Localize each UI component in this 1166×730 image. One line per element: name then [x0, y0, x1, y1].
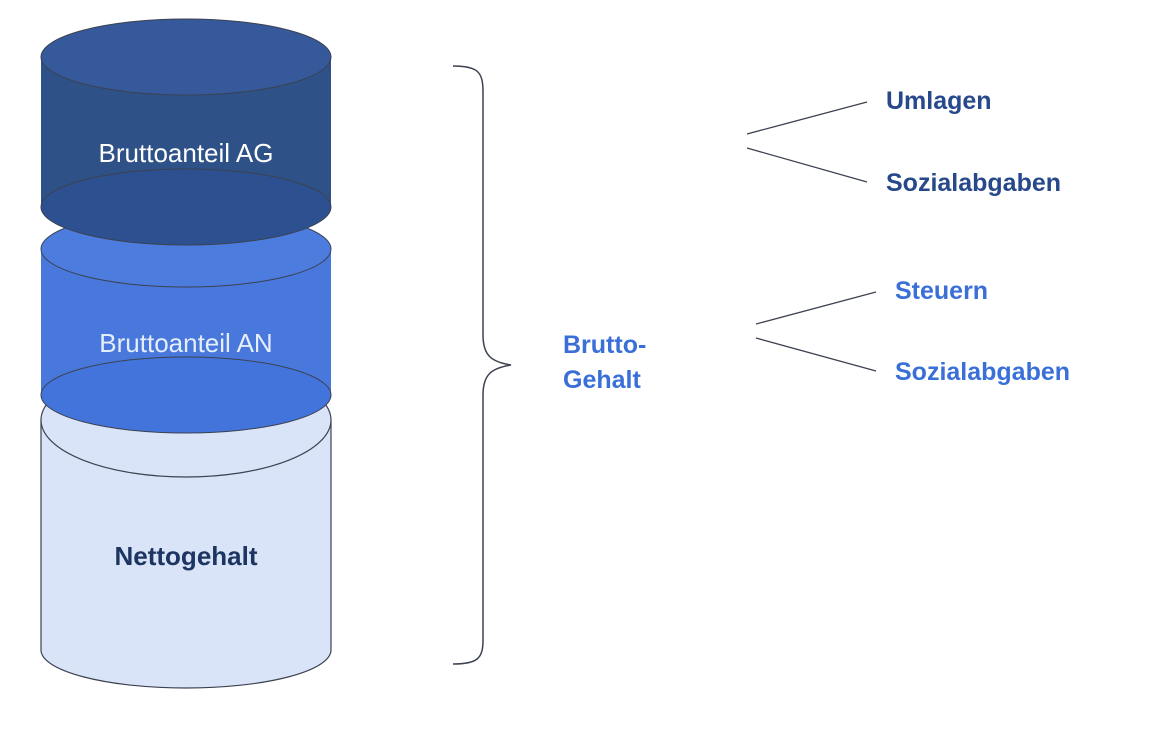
- label-bruttoanteil-ag: Bruttoanteil AG: [98, 138, 274, 168]
- branch-line-sozialabgaben-an: [755, 337, 877, 372]
- cylinder-ag-bottom-ellipse: [40, 168, 332, 246]
- label-sozialabgaben-an: Sozialabgaben: [895, 358, 1071, 386]
- cylinder-bruttoanteil-ag: [40, 18, 332, 246]
- label-nettogehalt: Nettogehalt: [114, 541, 258, 571]
- cylinder-ag-top: [40, 18, 332, 96]
- cylinder-an-bottom-ellipse: [40, 356, 332, 434]
- label-sozialabgaben-ag: Sozialabgaben: [886, 169, 1062, 197]
- label-brutto-line1: Brutto-: [563, 331, 647, 359]
- branch-line-sozialabgaben-ag: [746, 147, 868, 183]
- branch-line-steuern: [755, 291, 877, 325]
- label-bruttoanteil-an: Bruttoanteil AN: [99, 328, 273, 358]
- curly-brace: [452, 65, 512, 665]
- label-brutto-gehalt: Brutto- Gehalt: [563, 328, 646, 398]
- label-umlagen: Umlagen: [886, 87, 992, 115]
- label-steuern: Steuern: [895, 277, 989, 305]
- label-brutto-line2: Gehalt: [563, 366, 641, 394]
- branch-line-umlagen: [746, 101, 868, 135]
